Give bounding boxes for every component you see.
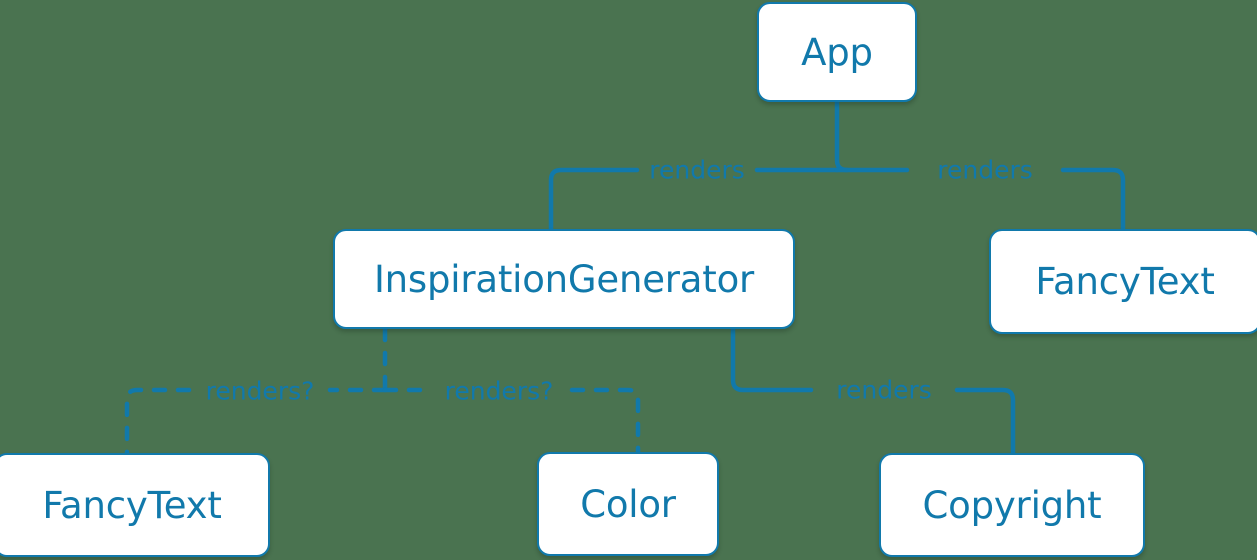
edge-label-inspiration-to-copyright: renders bbox=[836, 375, 932, 405]
node-inspiration-generator-label: InspirationGenerator bbox=[373, 257, 755, 301]
node-color-label: Color bbox=[580, 482, 676, 526]
edge-app-stem bbox=[834, 99, 850, 173]
node-fancytext-bottom[interactable]: FancyText bbox=[0, 453, 270, 557]
node-copyright[interactable]: Copyright bbox=[879, 453, 1145, 557]
node-copyright-label: Copyright bbox=[922, 483, 1102, 527]
edge-label-inspiration-to-fancytext: renders? bbox=[205, 376, 315, 406]
edge-label-inspiration-to-color: renders? bbox=[444, 376, 554, 406]
node-fancytext-right[interactable]: FancyText bbox=[989, 229, 1257, 334]
node-inspiration-generator[interactable]: InspirationGenerator bbox=[333, 229, 795, 329]
edge-label-app-to-inspiration: renders bbox=[649, 155, 745, 185]
edge-label-app-to-fancytext: renders bbox=[937, 155, 1033, 185]
node-app[interactable]: App bbox=[757, 2, 917, 102]
node-fancytext-bottom-label: FancyText bbox=[42, 483, 222, 527]
node-fancytext-right-label: FancyText bbox=[1035, 260, 1215, 303]
node-color[interactable]: Color bbox=[537, 452, 719, 556]
node-app-label: App bbox=[801, 30, 873, 74]
